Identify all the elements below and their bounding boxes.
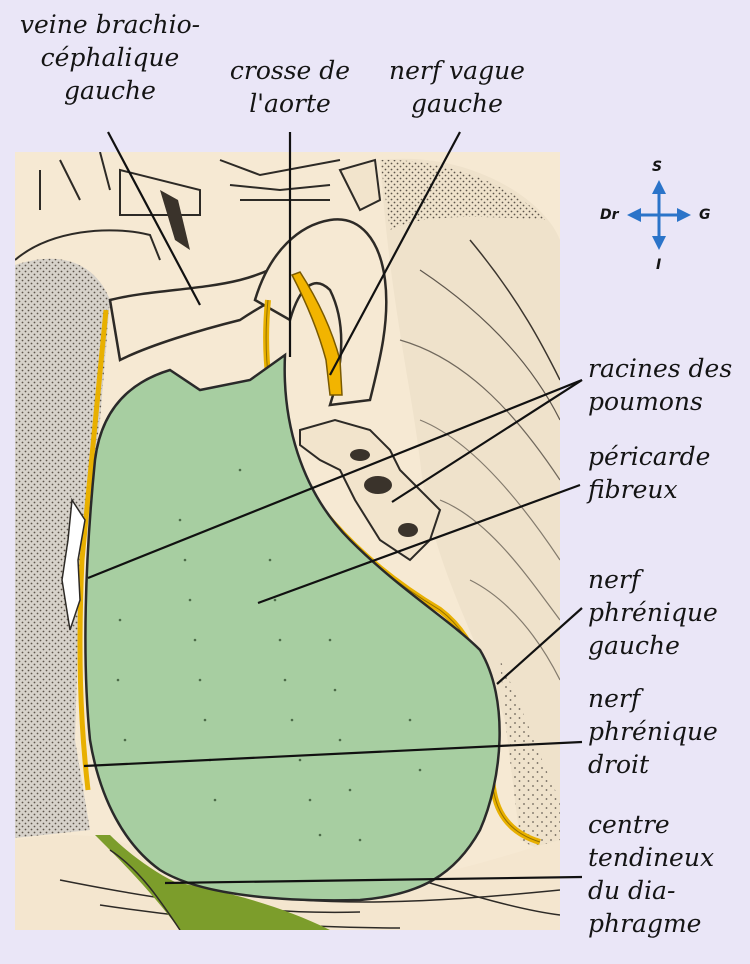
- label-line: péricarde: [588, 440, 710, 473]
- arrow-down-icon: [652, 236, 666, 250]
- orientation-compass: [627, 180, 691, 250]
- label-pericarde-fibreux: péricarde fibreux: [588, 440, 710, 506]
- compass-inferior: I: [656, 256, 661, 274]
- label-crosse-aorte: crosse de l'aorte: [225, 54, 355, 120]
- arrow-right-icon: [677, 208, 691, 222]
- label-line: droit: [588, 748, 718, 781]
- label-line: du dia-: [588, 874, 714, 907]
- label-racines-poumons: racines des poumons: [588, 352, 732, 418]
- label-line: nerf: [588, 563, 718, 596]
- label-veine-brachiocephalique: veine brachio- céphalique gauche: [12, 8, 208, 107]
- label-nerf-phrenique-gauche: nerf phrénique gauche: [588, 563, 718, 662]
- label-line: céphalique: [12, 41, 208, 74]
- label-line: fibreux: [588, 473, 710, 506]
- label-line: nerf: [588, 682, 718, 715]
- compass-superior: S: [652, 158, 662, 176]
- compass-right: Dr: [600, 206, 619, 224]
- label-line: racines des: [588, 352, 732, 385]
- label-line: centre: [588, 808, 714, 841]
- label-line: gauche: [382, 87, 532, 120]
- arrow-left-icon: [627, 208, 641, 222]
- label-line: tendineux: [588, 841, 714, 874]
- compass-left: G: [699, 206, 711, 224]
- label-line: veine brachio-: [12, 8, 208, 41]
- label-centre-tendineux: centre tendineux du dia- phragme: [588, 808, 714, 940]
- label-line: poumons: [588, 385, 732, 418]
- label-line: gauche: [12, 74, 208, 107]
- label-line: phrénique: [588, 715, 718, 748]
- label-nerf-vague: nerf vague gauche: [382, 54, 532, 120]
- label-line: gauche: [588, 629, 718, 662]
- arrow-up-icon: [652, 180, 666, 194]
- label-line: crosse de: [225, 54, 355, 87]
- label-line: phrénique: [588, 596, 718, 629]
- label-line: l'aorte: [225, 87, 355, 120]
- label-line: phragme: [588, 907, 714, 940]
- label-nerf-phrenique-droit: nerf phrénique droit: [588, 682, 718, 781]
- label-line: nerf vague: [382, 54, 532, 87]
